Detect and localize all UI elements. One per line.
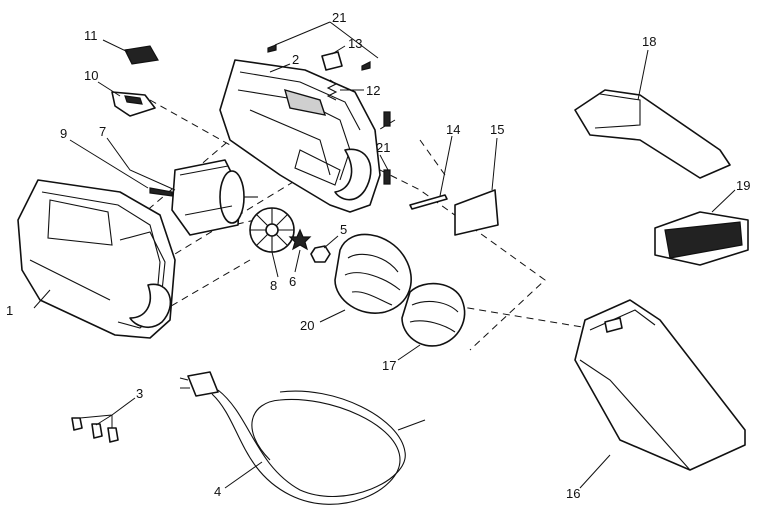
part-14-rod — [409, 194, 448, 210]
part-17-filter-bag — [401, 282, 466, 347]
callout-12: 12 — [366, 83, 380, 98]
callout-9: 9 — [60, 126, 67, 141]
part-4-power-cord — [179, 371, 426, 505]
part-15-plate — [454, 189, 499, 236]
part-5-nut — [310, 245, 331, 263]
callout-4: 4 — [214, 484, 221, 499]
part-16-dust-cup — [574, 299, 746, 471]
callout-2: 2 — [292, 52, 299, 67]
part-20-filter-bowl — [334, 233, 412, 314]
part-3-screws — [71, 417, 119, 443]
part-13-clip — [321, 51, 343, 71]
callout-13: 13 — [348, 36, 362, 51]
part-2-rear-housing — [219, 59, 381, 213]
callout-17: 17 — [382, 358, 396, 373]
callout-16: 16 — [566, 486, 580, 501]
callout-1: 1 — [6, 303, 13, 318]
callout-10: 10 — [84, 68, 98, 83]
leader-lines — [33, 21, 736, 489]
part-12-spring — [326, 79, 338, 101]
callout-20: 20 — [300, 318, 314, 333]
part-21-screws — [267, 44, 391, 185]
part-10-switch — [111, 91, 156, 117]
callout-6: 6 — [289, 274, 296, 289]
callout-21-side: 21 — [376, 140, 390, 155]
callout-14: 14 — [446, 122, 460, 137]
callout-8: 8 — [270, 278, 277, 293]
callout-7: 7 — [99, 124, 106, 139]
callout-11: 11 — [84, 28, 98, 43]
part-6-star-washer — [288, 228, 312, 251]
callout-15: 15 — [490, 122, 504, 137]
part-19-brush — [654, 211, 749, 266]
part-1-front-housing — [17, 179, 176, 339]
callout-21-top: 21 — [332, 10, 346, 25]
callout-5: 5 — [340, 222, 347, 237]
callout-3: 3 — [136, 386, 143, 401]
part-8-fan — [249, 207, 295, 253]
callout-19: 19 — [736, 178, 750, 193]
part-7-motor — [149, 159, 258, 236]
part-11-switch-cap — [124, 45, 159, 65]
callout-labels: 1 2 3 4 5 6 7 8 9 10 11 12 13 14 15 16 1… — [6, 10, 750, 501]
part-18-crevice-tool — [574, 89, 731, 179]
callout-18: 18 — [642, 34, 656, 49]
